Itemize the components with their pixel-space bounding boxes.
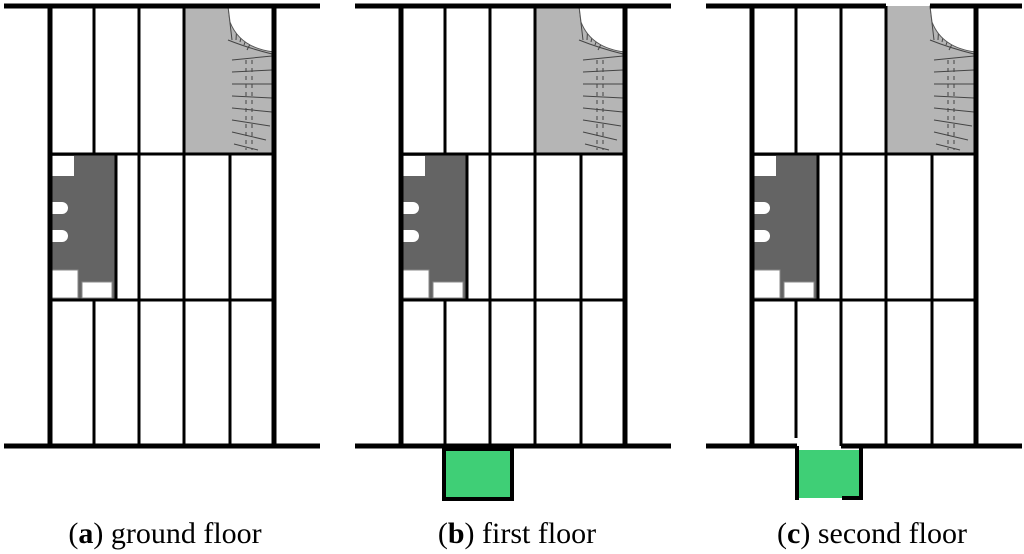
shower-tray — [753, 269, 781, 299]
toilet-icons — [403, 202, 419, 242]
balcony-frame — [795, 446, 863, 500]
panel-ground-floor — [4, 3, 320, 449]
sink-cabinet — [403, 156, 425, 176]
partition-lines — [50, 6, 274, 446]
sink-cabinet — [52, 156, 74, 176]
caption-letter: c — [787, 517, 801, 550]
exterior-walls — [355, 3, 671, 449]
panel-second-floor — [706, 3, 1022, 500]
caption-label: ground floor — [110, 517, 262, 550]
caption-second-floor: (c) second floor — [777, 517, 967, 550]
shower-tray — [51, 269, 79, 299]
caption-label: second floor — [817, 517, 967, 550]
washbasin — [783, 281, 815, 299]
partition-lines — [752, 6, 976, 446]
washbasin — [81, 281, 113, 299]
toilet-icons — [52, 202, 68, 242]
balcony — [442, 447, 514, 501]
shower-tray — [402, 269, 430, 299]
balcony — [797, 450, 861, 498]
caption-letter: b — [447, 517, 465, 550]
caption-first-floor: (b) first floor — [437, 517, 597, 550]
caption-ground-floor: (a) ground floor — [68, 517, 262, 550]
exterior-walls — [706, 3, 1022, 449]
caption-letter: a — [78, 517, 94, 550]
toilet-icons — [754, 202, 770, 242]
panel-first-floor — [355, 3, 671, 501]
exterior-walls — [4, 3, 320, 449]
partition-lines — [401, 6, 625, 446]
washbasin — [432, 281, 464, 299]
caption-label: first floor — [482, 517, 597, 550]
sink-cabinet — [754, 156, 776, 176]
